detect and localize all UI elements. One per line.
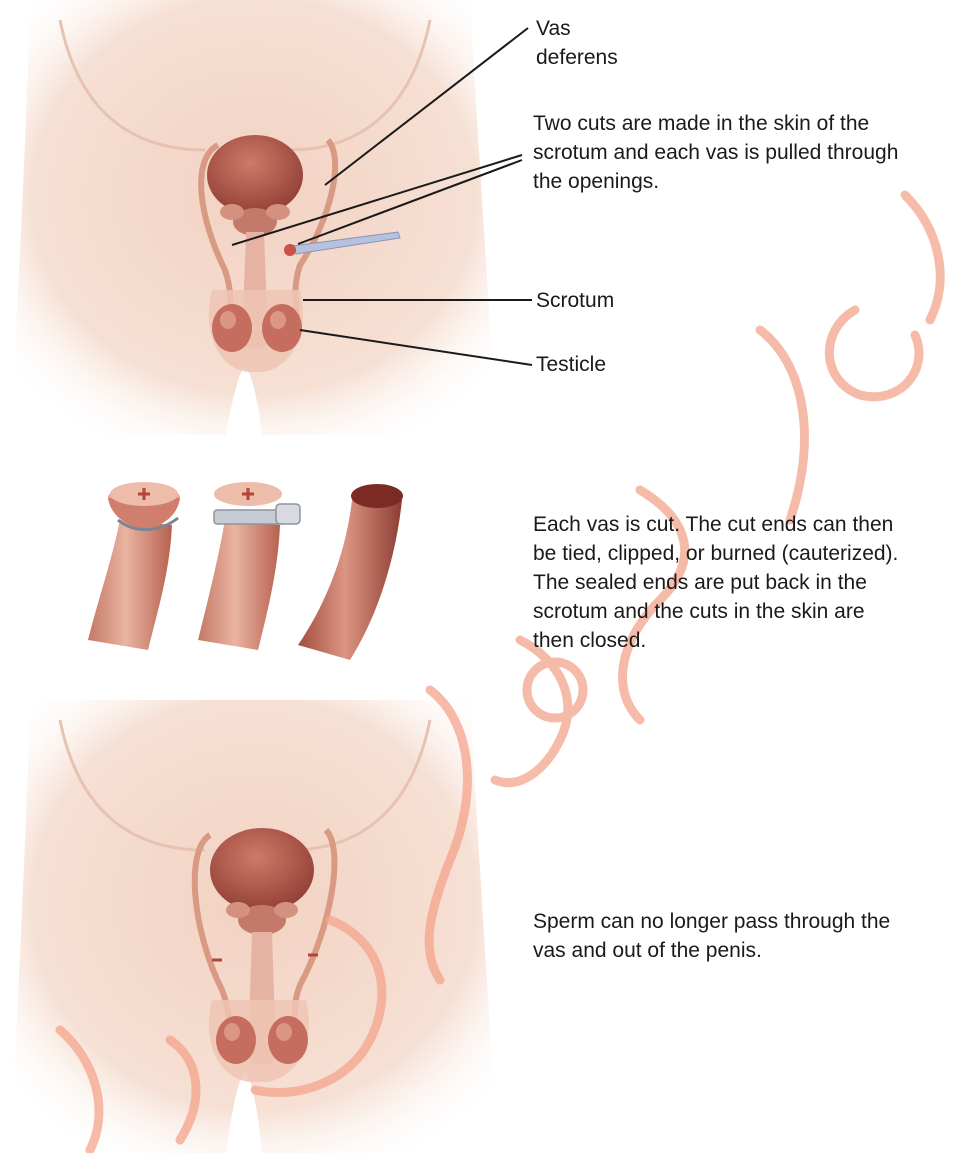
vas-cauterized-end — [298, 484, 403, 660]
caption-line: Each vas is cut. The cut ends can then — [533, 510, 898, 539]
caption-line: scrotum and each vas is pulled through — [533, 138, 898, 167]
label-vas-deferens: Vas deferens — [536, 14, 618, 72]
caption-line: vas and out of the penis. — [533, 936, 890, 965]
caption-step2: Each vas is cut. The cut ends can then b… — [533, 510, 898, 655]
caption-step1: Two cuts are made in the skin of the scr… — [533, 109, 898, 196]
caption-line: scrotum and the cuts in the skin are — [533, 597, 898, 626]
caption-line: Sperm can no longer pass through the — [533, 907, 890, 936]
label-testicle: Testicle — [536, 350, 606, 379]
clip — [214, 510, 286, 524]
caption-line: then closed. — [533, 626, 898, 655]
caption-line: Two cuts are made in the skin of the — [533, 109, 898, 138]
testicle-left — [212, 304, 252, 352]
caption-line: the openings. — [533, 167, 898, 196]
caption-line: be tied, clipped, or burned (cauterized)… — [533, 539, 898, 568]
testicle-right — [262, 304, 302, 352]
bladder — [207, 135, 303, 215]
vas-tied-end — [88, 482, 180, 650]
label-scrotum: Scrotum — [536, 286, 614, 315]
caption-step3: Sperm can no longer pass through the vas… — [533, 907, 890, 965]
caption-line: The sealed ends are put back in the — [533, 568, 898, 597]
vas-clipped-end — [198, 482, 300, 650]
